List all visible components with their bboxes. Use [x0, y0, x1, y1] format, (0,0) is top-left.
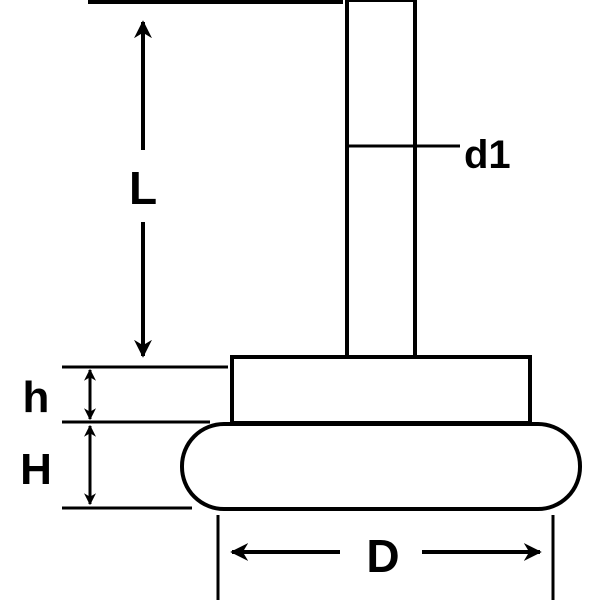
label-L: L [129, 162, 157, 214]
label-h: h [23, 373, 50, 422]
label-d1: d1 [464, 133, 511, 177]
label-D: D [366, 530, 399, 582]
base-disc [180, 422, 582, 511]
threaded-stud [345, 0, 417, 360]
label-H: H [20, 445, 52, 494]
collar [230, 355, 532, 425]
